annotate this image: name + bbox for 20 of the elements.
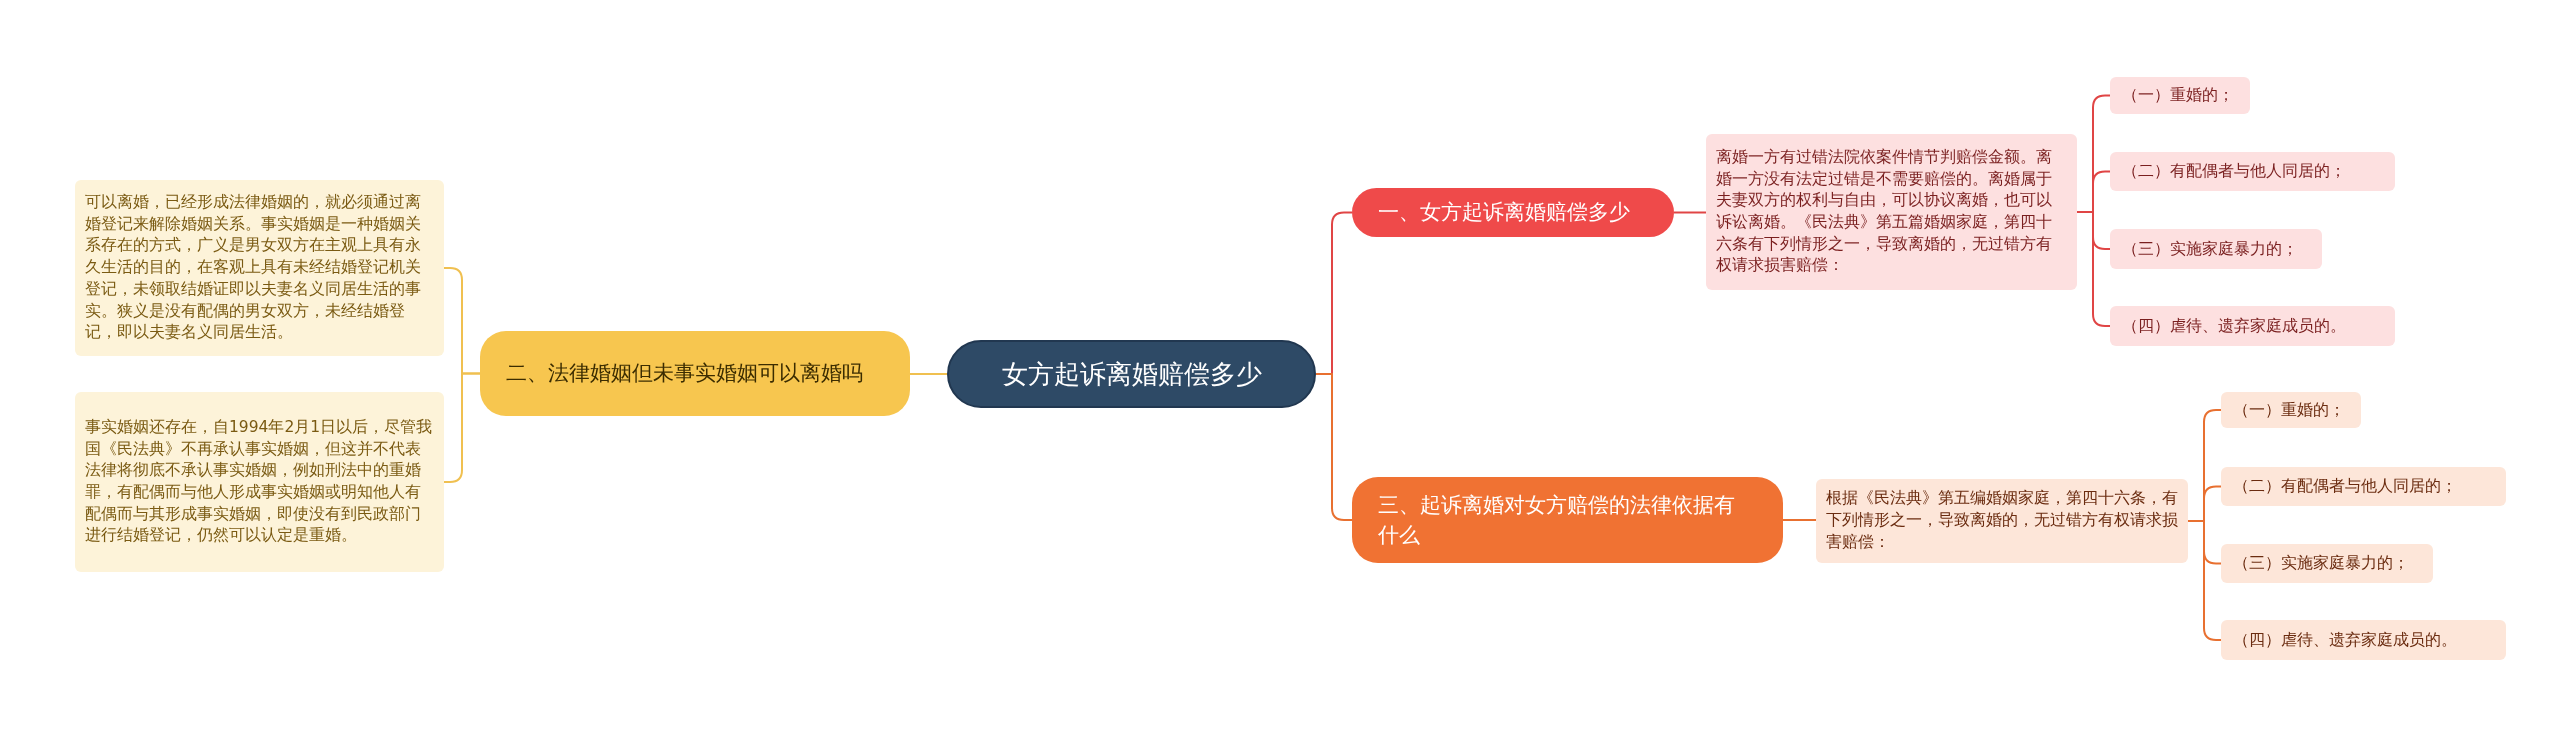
list-item: （三）实施家庭暴力的； <box>2221 544 2433 583</box>
list-item: （三）实施家庭暴力的； <box>2110 229 2322 269</box>
list-item: （四）虐待、遗弃家庭成员的。 <box>2110 306 2395 346</box>
connector-line <box>909 373 948 375</box>
branch-topic: 一、女方起诉离婚赔偿多少 <box>1352 188 1674 237</box>
note-card: 事实婚姻还存在，自1994年2月1日以后，尽管我国《民法典》不再承认事实婚姻，但这并不代表法律将彻底不承认事实婚姻，例如刑法中的重婚罪，有配偶而与他人形成事实婚姻或明知他人有配偶而与其形成事实婚姻，即使没有到民政部门进行结婚登记，仍然可以认定是重婚。 <box>75 392 444 572</box>
branch-topic: 二、法律婚姻但未事实婚姻可以离婚吗 <box>480 331 910 416</box>
list-item: （一）重婚的； <box>2221 392 2361 428</box>
list-item: （一）重婚的； <box>2110 77 2250 114</box>
connector-line <box>1782 519 1817 521</box>
list-item: （四）虐待、遗弃家庭成员的。 <box>2221 620 2506 660</box>
note-card: 可以离婚，已经形成法律婚姻的，就必须通过离婚登记来解除婚姻关系。事实婚姻是一种婚姻关系存在的方式，广义是男女双方在主观上具有永久生活的目的，在客观上具有未经结婚登记机关登记，未领取结婚证即以夫妻名义同居生活的事实。狭义是没有配偶的男女双方，未经结婚登记，即以夫妻名义同居生活。 <box>75 180 444 356</box>
note-card: 离婚一方有过错法院依案件情节判赔偿金额。离婚一方没有法定过错是不需要赔偿的。离婚属于夫妻双方的权利与自由，可以协议离婚，也可以诉讼离婚。《民法典》第五篇婚姻家庭，第四十六条有下列情形之一，导致离婚的，无过错方有权请求损害赔偿： <box>1706 134 2077 290</box>
list-item: （二）有配偶者与他人同居的； <box>2110 152 2395 191</box>
branch-topic: 三、起诉离婚对女方赔偿的法律依据有什么 <box>1352 477 1783 563</box>
central-topic: 女方起诉离婚赔偿多少 <box>947 340 1316 408</box>
note-card: 根据《民法典》第五编婚姻家庭，第四十六条，有下列情形之一，导致离婚的，无过错方有权请求损害赔偿： <box>1816 479 2188 563</box>
connector-line <box>1673 211 1707 214</box>
list-item: （二）有配偶者与他人同居的； <box>2221 467 2506 506</box>
connector-line <box>1315 373 1353 521</box>
